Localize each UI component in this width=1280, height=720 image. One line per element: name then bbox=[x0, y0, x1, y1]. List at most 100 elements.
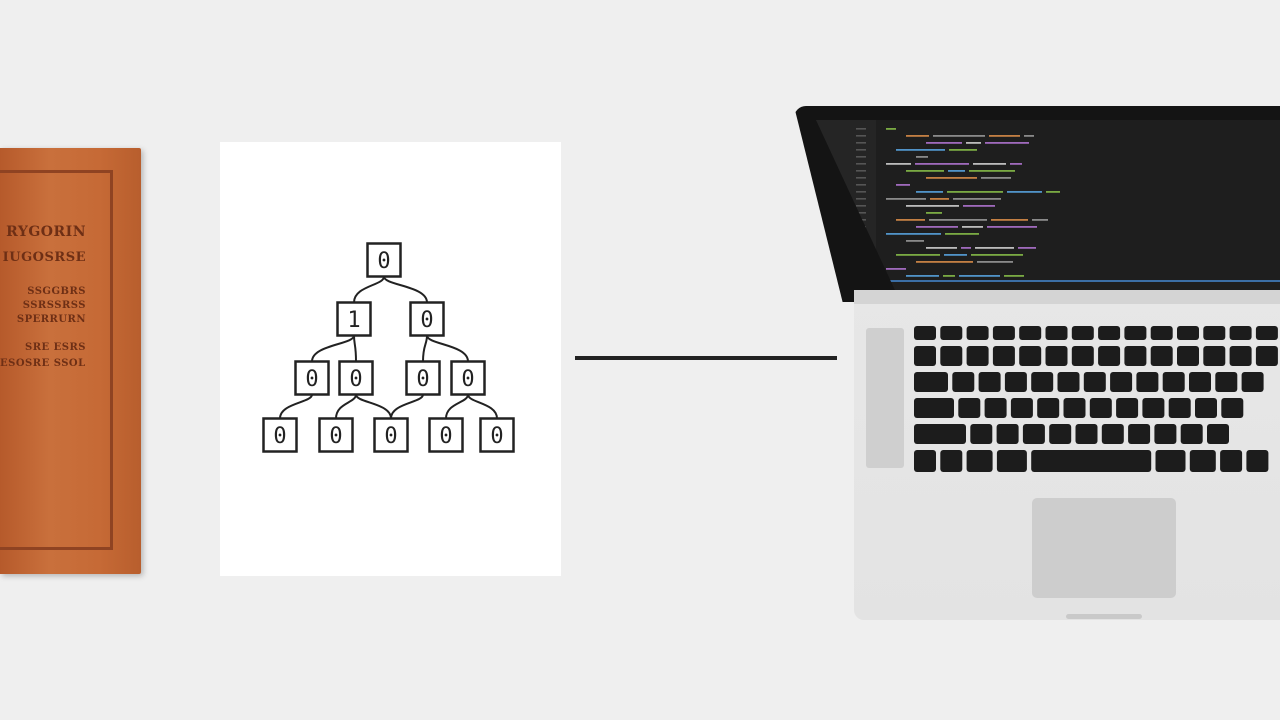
book-subtitle-line: SRE ESRS bbox=[24, 342, 86, 353]
book-subtitle-line: SSGGBRS bbox=[27, 286, 86, 297]
keyboard-key bbox=[1075, 424, 1098, 444]
keyboard-key bbox=[1195, 398, 1217, 418]
keyboard-key bbox=[970, 424, 993, 444]
laptop bbox=[794, 106, 1280, 620]
keyboard-key bbox=[966, 326, 989, 340]
line-number bbox=[856, 142, 866, 144]
tree-edge bbox=[311, 335, 355, 362]
trackpad bbox=[1032, 498, 1176, 598]
code-token bbox=[916, 156, 928, 158]
keyboard-key bbox=[1203, 326, 1226, 340]
tree-node bbox=[318, 417, 354, 453]
tree-node-label: 0 bbox=[349, 367, 362, 392]
keyboard-key bbox=[914, 424, 966, 444]
tree-edge bbox=[445, 394, 469, 419]
tree-edge bbox=[279, 394, 313, 419]
tree-node-label: 0 bbox=[329, 424, 342, 449]
code-token bbox=[906, 275, 939, 277]
line-number bbox=[856, 128, 866, 130]
keyboard-key bbox=[1031, 450, 1152, 472]
book-cover-border bbox=[0, 170, 113, 550]
code-token bbox=[991, 219, 1028, 221]
code-token bbox=[1004, 275, 1024, 277]
keyboard-key bbox=[992, 346, 1015, 366]
keyboard-key bbox=[978, 372, 1001, 392]
code-token bbox=[886, 268, 906, 270]
keyboard-key bbox=[1189, 450, 1216, 472]
code-token bbox=[963, 205, 995, 207]
code-token bbox=[1007, 191, 1042, 193]
tree-edge bbox=[467, 394, 498, 419]
keyboard-key bbox=[914, 398, 954, 418]
line-number bbox=[856, 135, 866, 137]
code-token bbox=[886, 198, 926, 200]
keyboard-key bbox=[1177, 326, 1199, 340]
code-token bbox=[886, 128, 896, 130]
lid-notch bbox=[1066, 614, 1142, 619]
keyboard-key bbox=[914, 326, 936, 340]
code-token bbox=[933, 135, 985, 137]
keyboard-key bbox=[940, 450, 963, 472]
book-subtitle-line: SSRSSRSS bbox=[22, 300, 86, 311]
keyboard-key bbox=[1162, 372, 1185, 392]
book-subtitle-line: ESOSRE SSOLSS bbox=[0, 358, 86, 369]
code-token bbox=[953, 198, 1001, 200]
code-token bbox=[985, 142, 1029, 144]
code-token bbox=[1018, 247, 1036, 249]
keyboard-key bbox=[966, 346, 989, 366]
keyboard-key bbox=[984, 398, 1007, 418]
keyboard-key bbox=[1136, 372, 1159, 392]
keyboard-key bbox=[1098, 346, 1121, 366]
line-number bbox=[856, 212, 866, 214]
tree-node bbox=[428, 417, 464, 453]
keyboard-key bbox=[1019, 346, 1042, 366]
code-token bbox=[961, 247, 971, 249]
tree-node-label: 0 bbox=[273, 424, 286, 449]
keyboard-key bbox=[1089, 398, 1112, 418]
line-number bbox=[856, 149, 866, 151]
laptop-hinge bbox=[854, 290, 1280, 304]
line-number bbox=[856, 156, 866, 158]
keyboard-key bbox=[1150, 346, 1173, 366]
keyboard-key bbox=[1037, 398, 1060, 418]
keyboard-key bbox=[1110, 372, 1133, 392]
tree-node bbox=[450, 360, 486, 396]
keyboard-key bbox=[1071, 346, 1094, 366]
code-token bbox=[1032, 219, 1048, 221]
code-token bbox=[916, 261, 973, 263]
code-token bbox=[973, 163, 1006, 165]
tree-edge bbox=[353, 335, 357, 362]
code-token bbox=[945, 233, 979, 235]
tree-node-label: 0 bbox=[420, 308, 433, 333]
tree-node bbox=[338, 360, 374, 396]
keyboard-key bbox=[940, 326, 963, 340]
code-token bbox=[943, 275, 955, 277]
keyboard-key bbox=[1229, 326, 1252, 340]
editor-status-bar bbox=[876, 280, 1280, 282]
code-token bbox=[966, 142, 981, 144]
line-number bbox=[856, 191, 866, 193]
keyboard-key bbox=[1124, 346, 1147, 366]
code-token bbox=[886, 233, 941, 235]
tree-node bbox=[262, 417, 298, 453]
keyboard-key bbox=[914, 372, 948, 392]
book-subtitle-line: SPERRURN bbox=[16, 314, 86, 325]
code-token bbox=[975, 247, 1014, 249]
code-token bbox=[896, 219, 925, 221]
keyboard-key bbox=[1057, 372, 1080, 392]
tree-node bbox=[294, 360, 330, 396]
keyboard-key bbox=[1221, 398, 1244, 418]
keyboard-key bbox=[1063, 398, 1086, 418]
keyboard-key bbox=[1049, 424, 1072, 444]
keyboard-key bbox=[1155, 450, 1186, 472]
keyboard-key bbox=[1220, 450, 1243, 472]
tree-node-label: 0 bbox=[377, 249, 390, 274]
line-number bbox=[856, 177, 866, 179]
code-token bbox=[1046, 191, 1060, 193]
line-number bbox=[856, 198, 866, 200]
code-token bbox=[1010, 163, 1022, 165]
connector-line bbox=[575, 356, 837, 360]
code-token bbox=[906, 170, 944, 172]
keyboard-key bbox=[914, 450, 936, 472]
